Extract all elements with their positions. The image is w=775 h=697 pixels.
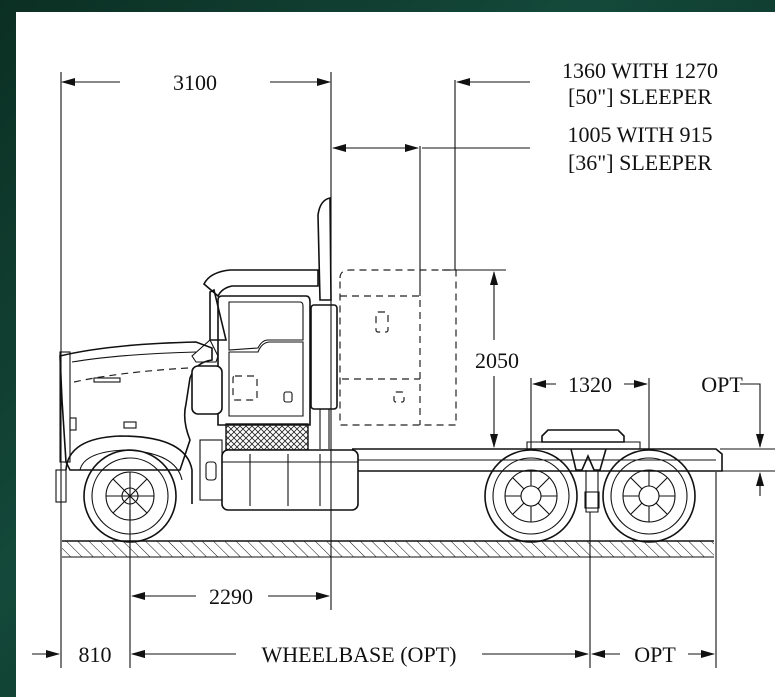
dim-2290-label: 2290 (209, 584, 253, 609)
dim-810-label: 810 (79, 642, 112, 667)
dim-sleeper-36-line2: [36"] SLEEPER (568, 150, 712, 175)
dim-sleeper-50: 1360 WITH 1270 [50"] SLEEPER (456, 58, 718, 109)
frame-rail (352, 448, 723, 472)
dim-sleeper-36-line1: 1005 WITH 915 (567, 122, 712, 147)
rear-wheel-1 (484, 449, 578, 543)
dim-1320: 1320 (532, 372, 648, 397)
dim-sleeper-36: 1005 WITH 915 [36"] SLEEPER (332, 122, 713, 175)
dim-1320-label: 1320 (568, 372, 612, 397)
dim-3100: 3100 (61, 70, 331, 95)
exhaust-stack (310, 197, 338, 449)
dim-3100-label: 3100 (173, 70, 217, 95)
cab (203, 269, 319, 426)
dim-sleeper-50-line2: [50"] SLEEPER (568, 84, 712, 109)
hood (59, 339, 223, 471)
dim-opt-rear: OPT (591, 642, 715, 667)
dim-opt-vertical: OPT (701, 372, 764, 496)
dim-opt-rear-label: OPT (634, 642, 676, 667)
dim-2050-label: 2050 (475, 348, 519, 373)
ground (62, 540, 714, 558)
rear-wheel-2 (602, 449, 696, 543)
dim-wheelbase-label: WHEELBASE (OPT) (262, 642, 457, 667)
fifth-wheel (526, 429, 641, 513)
dim-2290: 2290 (131, 584, 330, 609)
sleeper-outline (339, 269, 457, 426)
dim-sleeper-50-line1: 1360 WITH 1270 (562, 58, 718, 83)
dim-wheelbase: WHEELBASE (OPT) (131, 642, 589, 667)
dim-2050: 2050 (475, 271, 519, 448)
dim-opt-vertical-label: OPT (701, 372, 743, 397)
fuel-tank (221, 449, 359, 511)
extension-lines (60, 72, 775, 668)
truck-tractor (55, 197, 723, 543)
